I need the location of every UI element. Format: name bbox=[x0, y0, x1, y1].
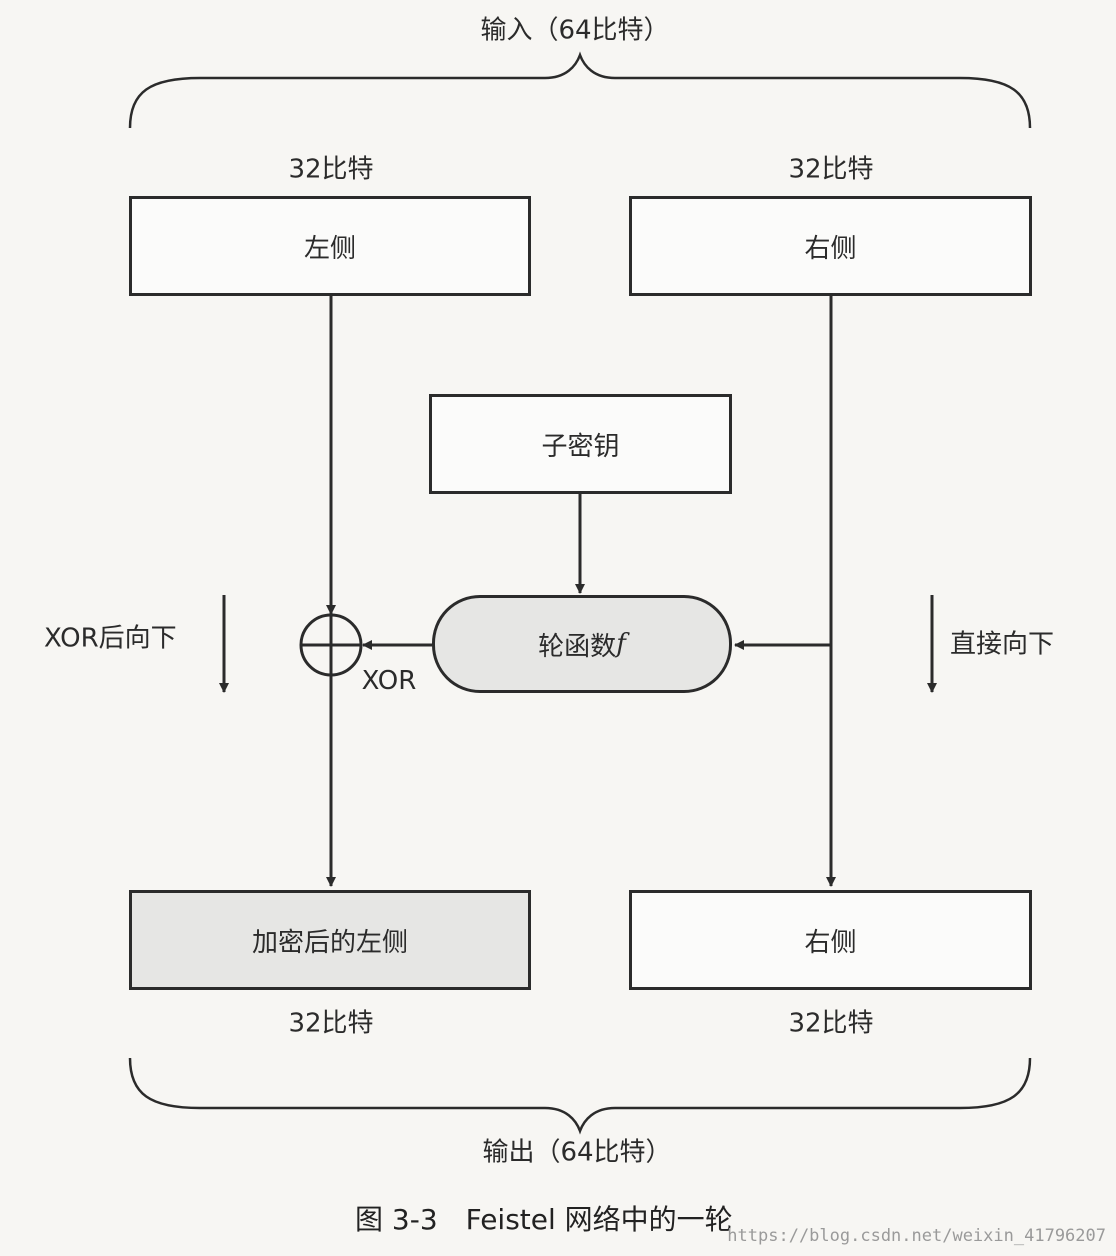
xor-symbol bbox=[299, 613, 363, 677]
subkey-box: 子密钥 bbox=[429, 394, 732, 494]
left-output-label: 加密后的左侧 bbox=[251, 927, 408, 958]
round-function-label: 轮函数 bbox=[538, 631, 617, 662]
left-input-label: 左侧 bbox=[303, 233, 356, 264]
output-label: 输出（64比特） bbox=[482, 1137, 672, 1168]
xor-label: XOR bbox=[361, 666, 417, 696]
right-output-box: 右侧 bbox=[629, 890, 1032, 990]
subkey-label: 子密钥 bbox=[541, 431, 620, 462]
right-input-label: 右侧 bbox=[804, 233, 857, 264]
left-out-bits: 32比特 bbox=[288, 1008, 374, 1039]
right-out-bits: 32比特 bbox=[788, 1008, 874, 1039]
left-input-box: 左侧 bbox=[129, 196, 531, 296]
input-brace bbox=[128, 51, 1032, 129]
left-direction-note: XOR后向下 bbox=[44, 623, 177, 654]
right-direction-note: 直接向下 bbox=[950, 629, 1055, 660]
right-input-box: 右侧 bbox=[629, 196, 1032, 296]
left-output-box: 加密后的左侧 bbox=[129, 890, 531, 990]
round-function-var: f bbox=[616, 629, 626, 659]
output-brace bbox=[128, 1057, 1032, 1135]
right-output-label: 右侧 bbox=[804, 927, 857, 958]
input-label: 输入（64比特） bbox=[480, 15, 670, 46]
figure-caption: 图 3-3 Feistel 网络中的一轮 bbox=[355, 1203, 733, 1236]
watermark-url: https://blog.csdn.net/weixin_41796207 bbox=[727, 1226, 1106, 1246]
right-in-bits: 32比特 bbox=[788, 154, 874, 185]
left-in-bits: 32比特 bbox=[288, 154, 374, 185]
